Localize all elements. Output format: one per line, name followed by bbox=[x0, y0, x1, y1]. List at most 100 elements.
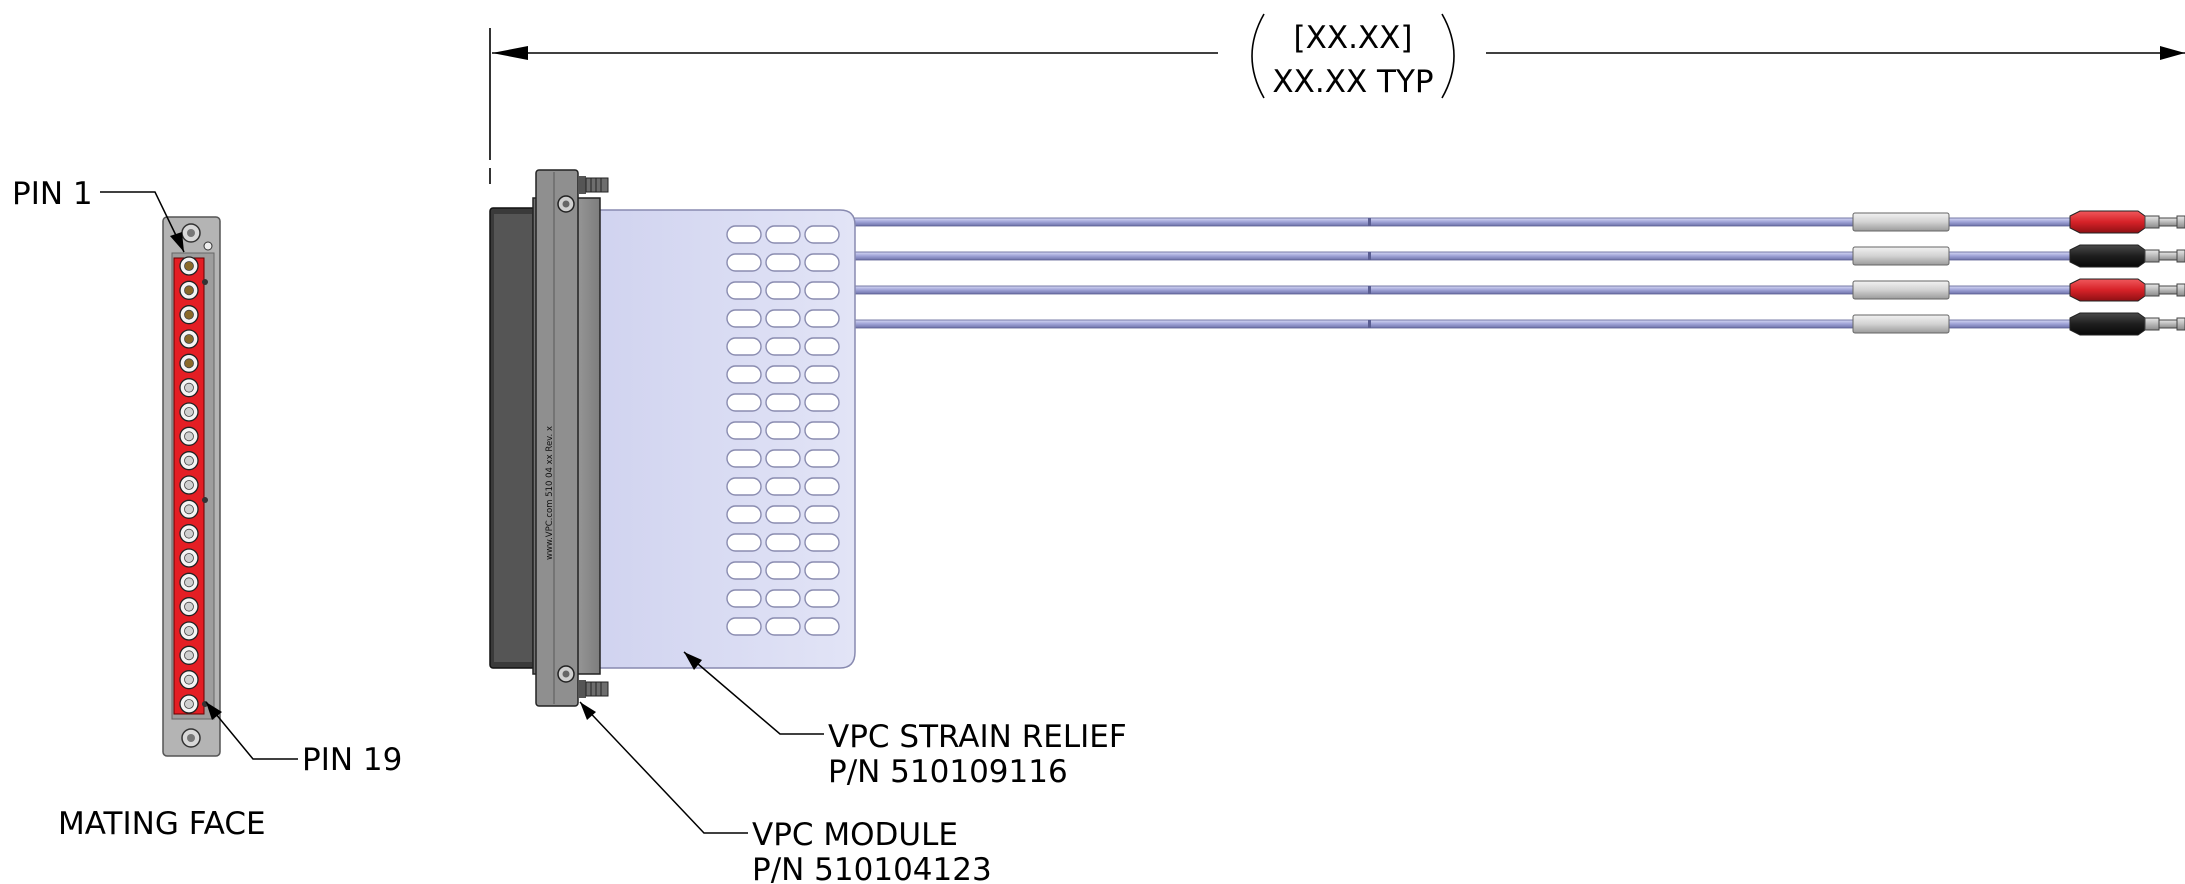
relief-slot bbox=[804, 533, 840, 552]
black-plug bbox=[2069, 312, 2146, 336]
pin-1-callout: PIN 1 bbox=[12, 176, 185, 253]
plug-tip bbox=[2158, 217, 2178, 227]
cable-break-mark bbox=[1368, 320, 1371, 328]
paren-left bbox=[1251, 13, 1265, 99]
relief-slot bbox=[765, 477, 801, 496]
relief-slot bbox=[804, 505, 840, 524]
relief-slot bbox=[726, 253, 762, 272]
module-flange bbox=[535, 169, 579, 707]
dimension-value-bracket: [XX.XX] bbox=[1294, 20, 1413, 56]
contact-pin bbox=[179, 280, 199, 300]
black-plug bbox=[2069, 244, 2146, 268]
pin-19-label: PIN 19 bbox=[302, 742, 402, 778]
contact-pin bbox=[179, 645, 199, 665]
plug-tip bbox=[2158, 251, 2178, 261]
contact-pin bbox=[179, 353, 199, 373]
relief-slot bbox=[726, 337, 762, 356]
plug-tip bbox=[2158, 285, 2178, 295]
contact-pin bbox=[179, 694, 199, 714]
relief-slot bbox=[765, 561, 801, 580]
relief-slot bbox=[726, 505, 762, 524]
contact-pin bbox=[179, 670, 199, 690]
jackscrew-top bbox=[578, 176, 609, 194]
cable-break-mark bbox=[1368, 252, 1371, 260]
dimension-arrow-left bbox=[492, 46, 528, 60]
edge-contact bbox=[202, 279, 208, 285]
strain-relief-slots bbox=[726, 225, 840, 636]
relief-slot bbox=[804, 309, 840, 328]
relief-slot bbox=[726, 449, 762, 468]
heat-shrink-sleeve bbox=[1852, 246, 1950, 266]
jackscrew-bottom bbox=[578, 680, 609, 698]
relief-slot bbox=[804, 589, 840, 608]
relief-slot bbox=[726, 281, 762, 300]
relief-slot bbox=[804, 225, 840, 244]
cable-break-mark bbox=[1368, 286, 1371, 294]
relief-slot bbox=[765, 225, 801, 244]
relief-slot bbox=[765, 393, 801, 412]
relief-slot bbox=[804, 337, 840, 356]
contact-pin bbox=[179, 597, 199, 617]
relief-slot bbox=[804, 617, 840, 636]
relief-slot bbox=[804, 477, 840, 496]
mating-face-label: MATING FACE bbox=[58, 806, 266, 842]
relief-slot bbox=[804, 449, 840, 468]
plug-collar bbox=[2144, 249, 2160, 263]
module-name: VPC MODULE bbox=[752, 817, 958, 853]
relief-slot bbox=[804, 281, 840, 300]
relief-slot bbox=[726, 365, 762, 384]
strain-relief-part-number: P/N 510109116 bbox=[828, 754, 1068, 790]
heat-shrink-sleeve bbox=[1852, 280, 1950, 300]
relief-slot bbox=[726, 617, 762, 636]
relief-slot bbox=[726, 533, 762, 552]
cable-break-mark bbox=[1368, 218, 1371, 226]
relief-slot bbox=[765, 449, 801, 468]
plug-collar bbox=[2144, 317, 2160, 331]
relief-slot bbox=[765, 253, 801, 272]
contact-pin bbox=[179, 524, 199, 544]
contact-pin bbox=[179, 572, 199, 592]
contact-pin bbox=[179, 402, 199, 422]
strain-relief bbox=[579, 209, 856, 669]
relief-slot bbox=[804, 393, 840, 412]
contact-pin bbox=[179, 451, 199, 471]
contact-pin bbox=[179, 499, 199, 519]
index-mark bbox=[203, 241, 213, 251]
contact-pin bbox=[179, 621, 199, 641]
relief-slot bbox=[765, 533, 801, 552]
cables bbox=[599, 210, 2185, 336]
module-callout: VPC MODULE P/N 510104123 bbox=[579, 701, 992, 884]
relief-slot bbox=[726, 589, 762, 608]
relief-slot bbox=[765, 505, 801, 524]
module-body-marking: www.VPC.com 510 04 xx Rev. x bbox=[545, 426, 555, 560]
plug-tip bbox=[2158, 319, 2178, 329]
cable bbox=[599, 278, 2185, 302]
pin-19-callout: PIN 19 bbox=[205, 701, 402, 778]
contact-pin bbox=[179, 548, 199, 568]
relief-slot bbox=[765, 421, 801, 440]
cable bbox=[599, 244, 2185, 268]
relief-slot bbox=[726, 393, 762, 412]
relief-slot bbox=[804, 253, 840, 272]
plug-end bbox=[2176, 317, 2185, 331]
pin-1-label: PIN 1 bbox=[12, 176, 93, 212]
plug-end bbox=[2176, 215, 2185, 229]
mating-face-view bbox=[162, 216, 221, 757]
contact-pin bbox=[179, 426, 199, 446]
contact-pin bbox=[179, 305, 199, 325]
relief-slot bbox=[765, 365, 801, 384]
plug-collar bbox=[2144, 283, 2160, 297]
relief-slot bbox=[726, 477, 762, 496]
contact-pin bbox=[179, 475, 199, 495]
relief-slot bbox=[726, 225, 762, 244]
plug-end bbox=[2176, 283, 2185, 297]
relief-slot bbox=[765, 589, 801, 608]
relief-slot bbox=[804, 365, 840, 384]
edge-contact bbox=[202, 497, 208, 503]
relief-slot bbox=[765, 337, 801, 356]
overall-length-dimension: [XX.XX] XX.XX TYP bbox=[489, 13, 2185, 184]
plug-end bbox=[2176, 249, 2185, 263]
relief-slot bbox=[726, 561, 762, 580]
paren-right bbox=[1441, 13, 1455, 99]
